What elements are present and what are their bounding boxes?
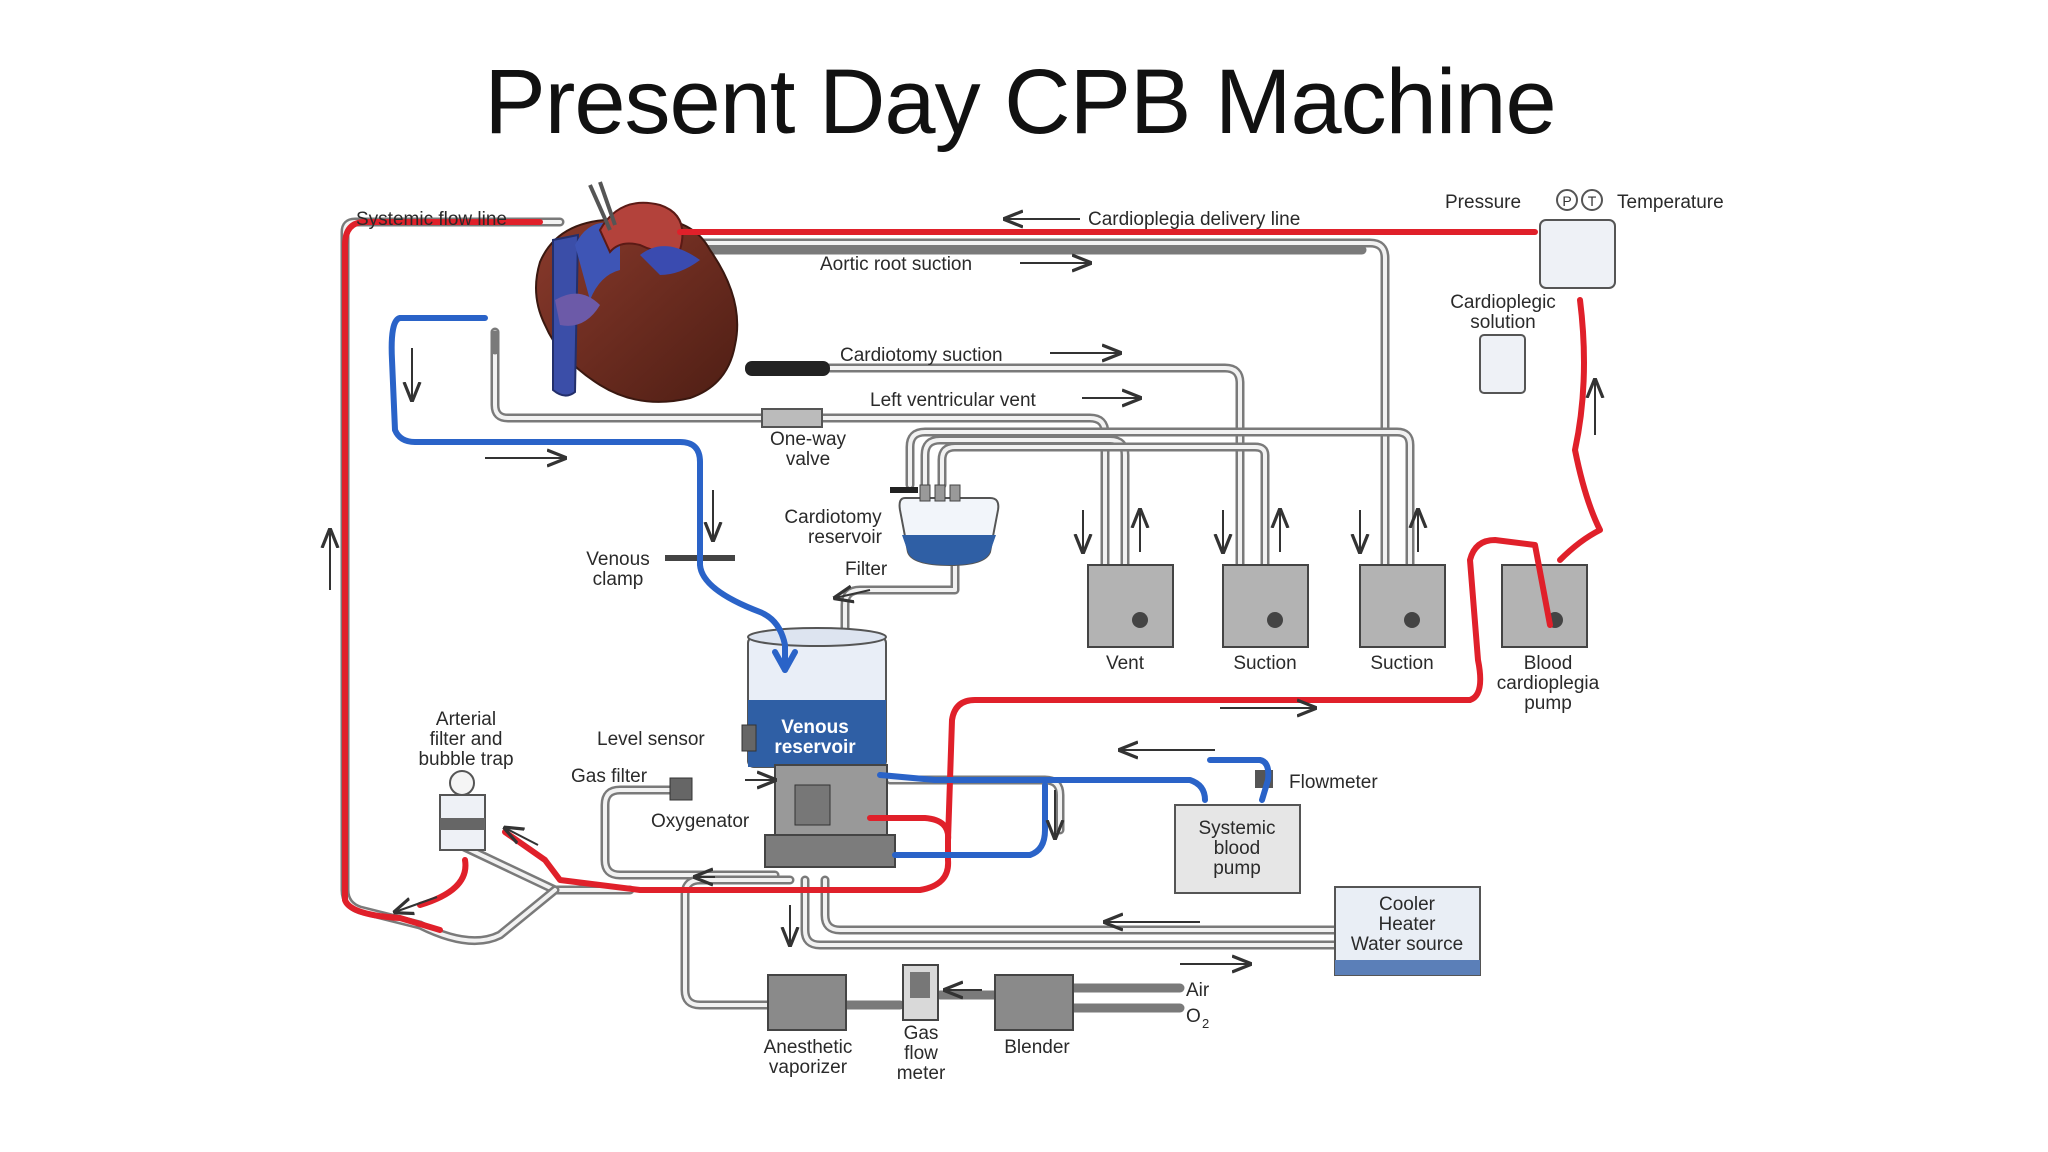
cooler-heater-water-source	[1334, 886, 1481, 976]
venous-reservoir-label-1: Venous	[781, 717, 849, 738]
suction-2-label: Suction	[1370, 653, 1433, 674]
flow-arrows	[330, 219, 1595, 990]
systemic-blood-pump	[1174, 804, 1301, 894]
temperature-symbol: T	[1588, 193, 1597, 209]
anesthetic-vaporizer	[767, 974, 847, 1031]
pressure-symbol: P	[1562, 193, 1571, 209]
one-way-valve-label-2: valve	[786, 449, 830, 470]
temperature-label: Temperature	[1617, 192, 1724, 213]
arterial-filter-label-1: Arterial	[436, 709, 496, 730]
oxygenator	[669, 764, 896, 868]
cardioplegia-solution-bag	[1479, 334, 1526, 394]
blood-cardioplegia-pump-label-3: pump	[1524, 693, 1572, 714]
gas-flow-meter-label-1: Gas	[904, 1023, 939, 1044]
gas-flow-meter-label-2: flow	[904, 1043, 938, 1064]
cooler-heater-label-2: Heater	[1378, 914, 1436, 935]
cardioplegic-solution-label-1: Cardioplegic	[1450, 292, 1556, 313]
one-way-valve-label-1: One-way	[770, 429, 847, 450]
aortic-root-suction-label: Aortic root suction	[820, 254, 972, 275]
arterial-filter	[439, 770, 486, 851]
blender-label: Blender	[1004, 1037, 1070, 1058]
cardiotomy-suction-label: Cardiotomy suction	[840, 345, 1003, 366]
flowmeter-label: Flowmeter	[1289, 772, 1378, 793]
heart-illustration	[535, 181, 739, 403]
roller-pumps	[1087, 564, 1588, 648]
cooler-heater-label-1: Cooler	[1379, 894, 1436, 915]
anesthetic-vaporizer-label-2: vaporizer	[769, 1057, 848, 1078]
filter-label: Filter	[845, 559, 888, 580]
arterial-filter-label-2: filter and	[430, 729, 503, 750]
temperature-icon	[1581, 189, 1603, 211]
slide-title: Present Day CPB Machine	[484, 51, 1556, 153]
o2-subscript: 2	[1202, 1016, 1209, 1031]
gas-filter-label: Gas filter	[571, 766, 648, 787]
systemic-blood-pump-label-2: blood	[1214, 838, 1261, 859]
one-way-valve	[761, 408, 823, 428]
cardiotomy-reservoir-label-1: Cardiotomy	[784, 507, 882, 528]
oxygenator-label: Oxygenator	[651, 811, 750, 832]
pressure-temperature-exchanger	[1539, 189, 1616, 289]
venous-reservoir-label-2: reservoir	[774, 737, 856, 758]
air-label: Air	[1186, 980, 1210, 1001]
cardioplegia-delivery-line-label: Cardioplegia delivery line	[1088, 209, 1300, 230]
blood-cardioplegia-pump-label-1: Blood	[1524, 653, 1573, 674]
gas-flow-meter-label-3: meter	[897, 1063, 946, 1084]
venous-clamp-label-2: clamp	[593, 569, 644, 590]
cardiotomy-reservoir	[890, 484, 1000, 567]
blood-cardioplegia-pump-label-2: cardioplegia	[1497, 673, 1600, 694]
pressure-icon	[1556, 189, 1578, 211]
cardioplegic-solution-label-2: solution	[1470, 312, 1536, 333]
arterial-highlight-lines	[342, 219, 1603, 933]
blender-device	[994, 974, 1074, 1031]
left-ventricular-vent-label: Left ventricular vent	[870, 390, 1037, 411]
level-sensor-label: Level sensor	[597, 729, 705, 750]
systemic-flow-line-label: Systemic flow line	[356, 209, 507, 230]
systemic-blood-pump-label-1: Systemic	[1198, 818, 1275, 839]
venous-clamp-label-1: Venous	[586, 549, 649, 570]
cooler-heater-label-3: Water source	[1351, 934, 1463, 955]
arterial-filter-label-3: bubble trap	[418, 749, 513, 770]
anesthetic-vaporizer-label-1: Anesthetic	[764, 1037, 853, 1058]
vent-label: Vent	[1106, 653, 1145, 674]
cardiotomy-suction-tip	[745, 361, 830, 376]
cardiotomy-reservoir-label-2: reservoir	[808, 527, 883, 548]
diagram-labels: Systemic flow line Cardioplegia delivery…	[356, 192, 1724, 1084]
suction-1-label: Suction	[1233, 653, 1296, 674]
o2-label: O	[1186, 1006, 1201, 1027]
pressure-label: Pressure	[1445, 192, 1521, 213]
systemic-blood-pump-label-3: pump	[1213, 858, 1261, 879]
venous-highlight-lines	[388, 315, 1272, 858]
